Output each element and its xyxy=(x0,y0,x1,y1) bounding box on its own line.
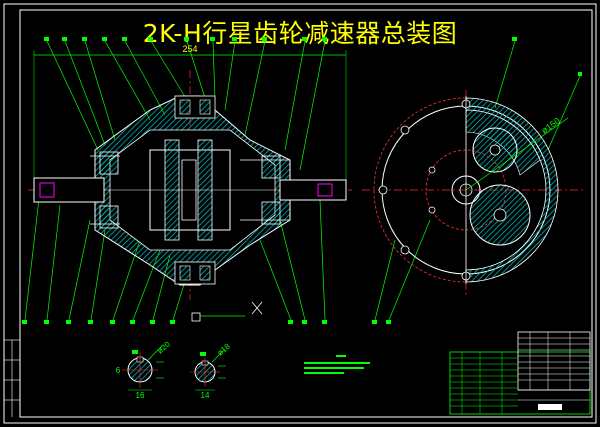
overall-width-label: 254 xyxy=(182,44,197,54)
drawing-title: 2K-H行星齿轮减速器总装图 xyxy=(142,19,458,48)
technical-requirements xyxy=(304,355,370,374)
front-section-view xyxy=(33,95,347,322)
diameter-150-label: ø150 xyxy=(539,116,562,136)
left-margin-strip xyxy=(4,339,20,417)
drawing-frame xyxy=(3,3,597,424)
section-b-width-label: 14 xyxy=(201,391,210,400)
section-a-width-label: 16 xyxy=(136,391,145,400)
section-b: ø18 14 xyxy=(190,341,232,400)
section-a-height-label: 6 xyxy=(116,366,121,375)
title-block xyxy=(449,331,591,415)
section-a-diameter-label: ø20 xyxy=(156,339,173,355)
leader-lines-top xyxy=(46,40,581,171)
overall-dimension: 254 xyxy=(33,44,347,180)
frame-ticks xyxy=(22,37,582,324)
section-b-diameter-label: ø18 xyxy=(216,341,233,357)
section-a: ø20 16 6 xyxy=(116,339,172,400)
side-view: ø150 xyxy=(373,96,569,284)
